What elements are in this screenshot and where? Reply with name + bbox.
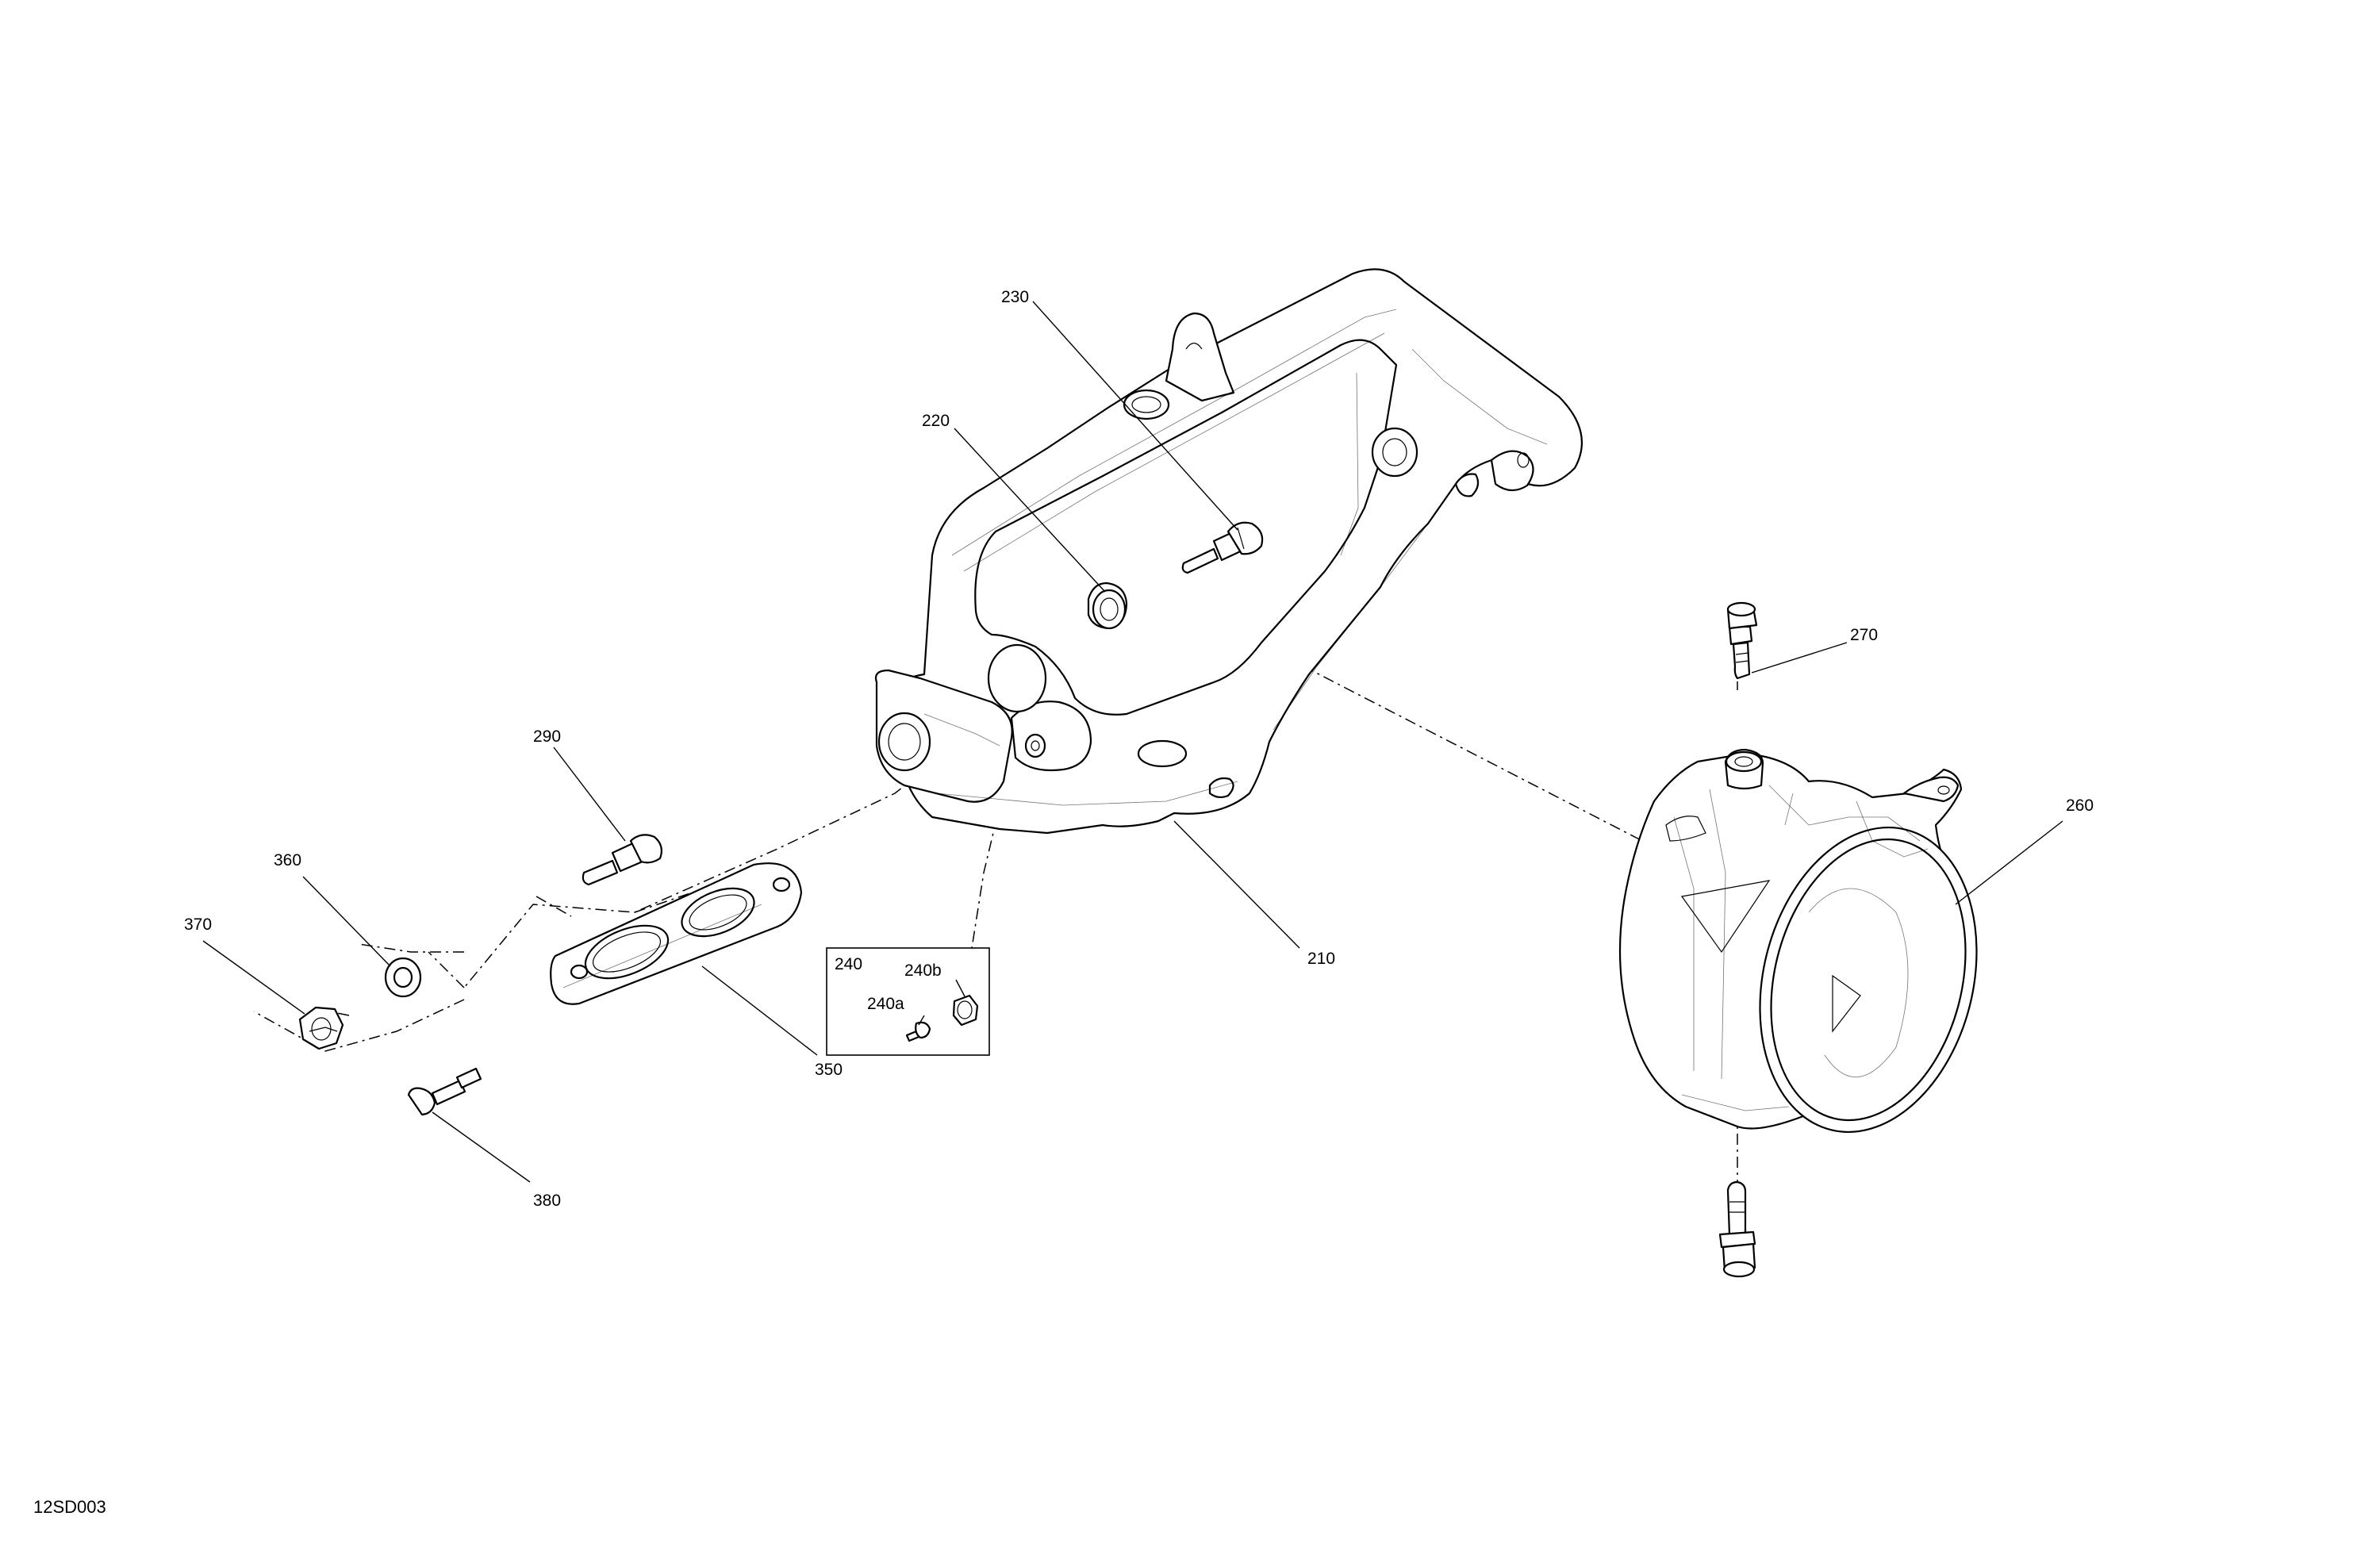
callout-360: 360: [274, 851, 301, 869]
callout-370: 370: [184, 915, 212, 934]
callout-labels: 230 220 270 290 260 360 370 210 240 240b…: [184, 288, 2094, 1210]
bolt-270-bottom: [1718, 1180, 1756, 1278]
inset-240: [826, 947, 990, 1056]
drawing-id: 12SD003: [33, 1497, 106, 1517]
callout-350: 350: [815, 1061, 843, 1079]
callout-230: 230: [1001, 288, 1029, 306]
shoulder-bolt-230: [1181, 521, 1264, 574]
plate-350: [550, 862, 803, 1005]
nut-370: [298, 1006, 344, 1050]
bushing-220: [1087, 582, 1128, 630]
callout-290: 290: [533, 727, 561, 746]
leader-lines: [202, 301, 2063, 1183]
callout-240: 240: [835, 955, 862, 973]
screw-240a: [905, 1021, 931, 1042]
callout-260: 260: [2066, 796, 2094, 815]
callout-270: 270: [1850, 626, 1878, 644]
nut-240b: [952, 994, 979, 1027]
nozzle-housing-260: [1618, 748, 1978, 1133]
inset-240-frame: [826, 947, 990, 1056]
callout-240b: 240b: [904, 961, 942, 980]
bolt-380: [407, 1067, 482, 1116]
washer-360: [384, 957, 422, 998]
shoulder-bolt-290: [582, 834, 662, 886]
callout-380: 380: [533, 1192, 561, 1210]
bolt-270-top: [1726, 601, 1758, 680]
callout-240a: 240a: [867, 995, 904, 1013]
callout-210: 210: [1307, 950, 1335, 968]
callout-220: 220: [922, 412, 950, 430]
